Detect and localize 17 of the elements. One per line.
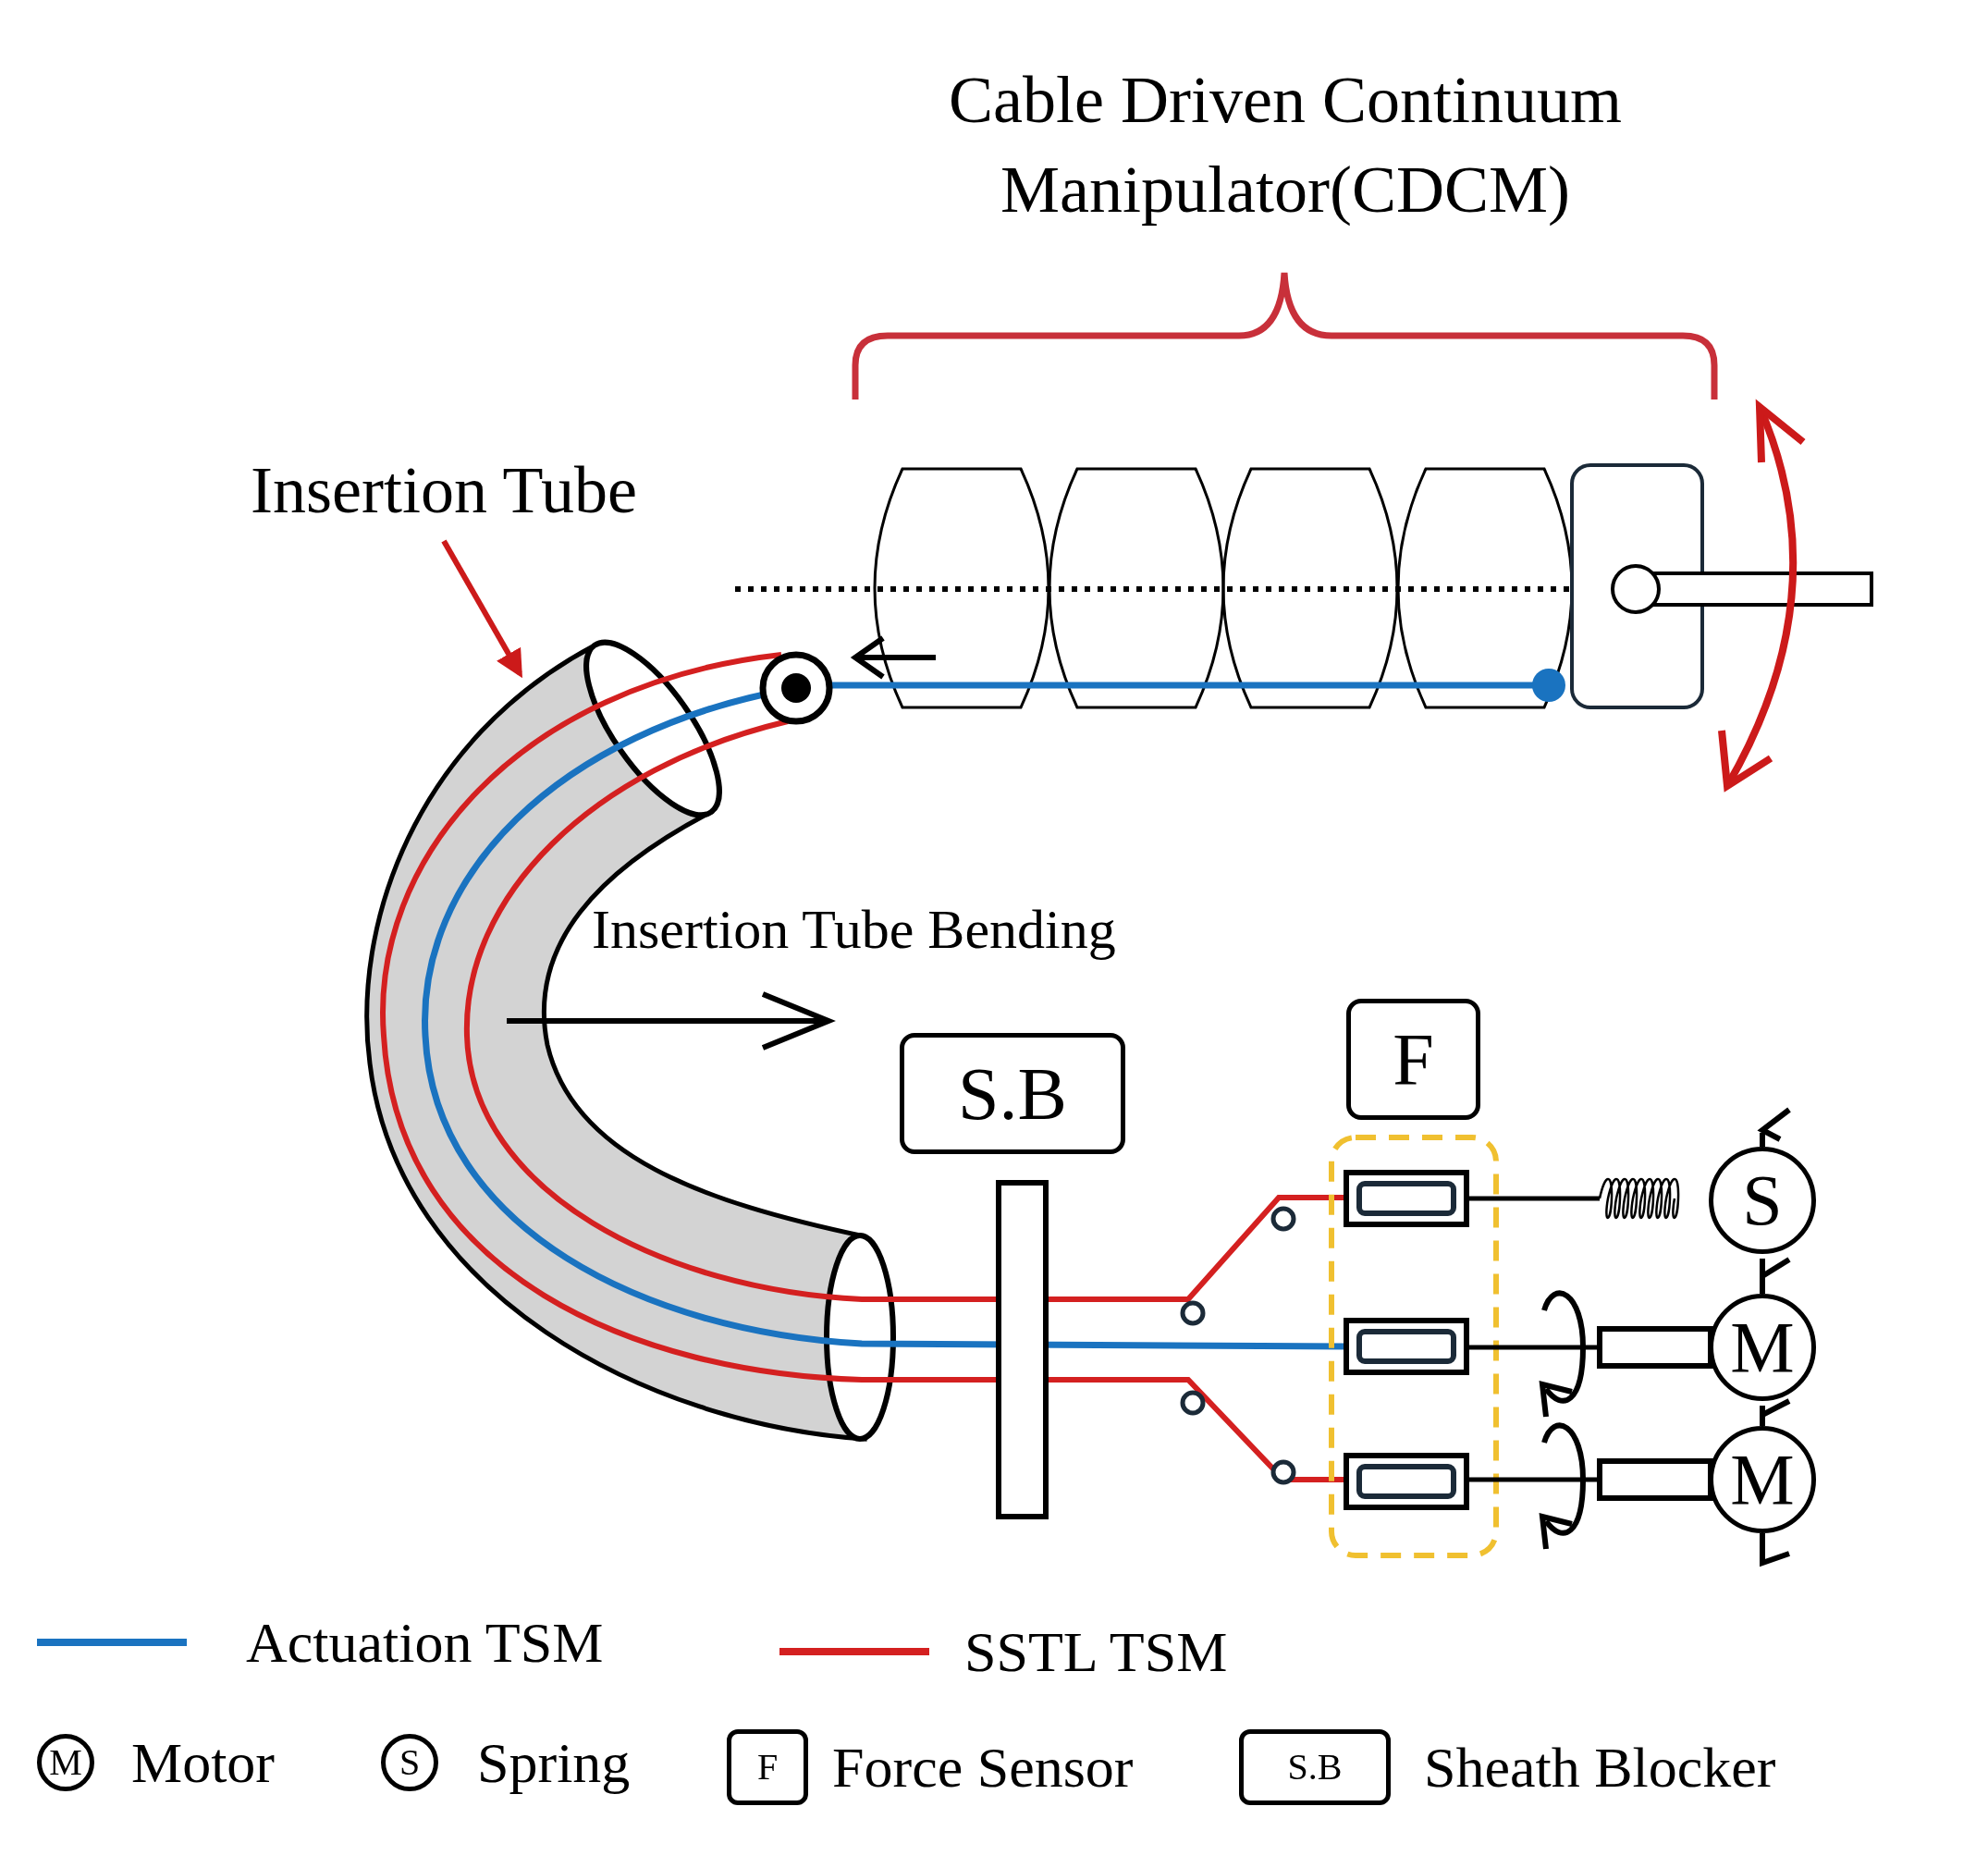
symbol-sample: F [727, 1729, 808, 1805]
heading-text: Cable Driven Continuum Manipulator(CDCM) [948, 62, 1623, 229]
sheath-blocker-label-box: S.B [900, 1033, 1125, 1154]
connector-line [1760, 1406, 1765, 1426]
symbol-sample: M [37, 1734, 94, 1791]
connector-line [1760, 1259, 1765, 1294]
legend-text: Sheath Blocker [1424, 1739, 1776, 1796]
symbol-sample: S.B [1239, 1729, 1391, 1805]
part-label: Insertion Tube [203, 444, 684, 536]
symbol-sample: S [381, 1734, 438, 1791]
legend-text: Force Sensor [832, 1739, 1134, 1796]
legend-text: Motor [131, 1734, 275, 1791]
force-sensor-label-box: F [1346, 999, 1480, 1120]
spring-symbol: S [1709, 1147, 1816, 1254]
legend-text: Actuation TSM [246, 1614, 604, 1671]
leader-arrow [441, 539, 522, 679]
legend-text: SSTL TSM [964, 1623, 1228, 1680]
